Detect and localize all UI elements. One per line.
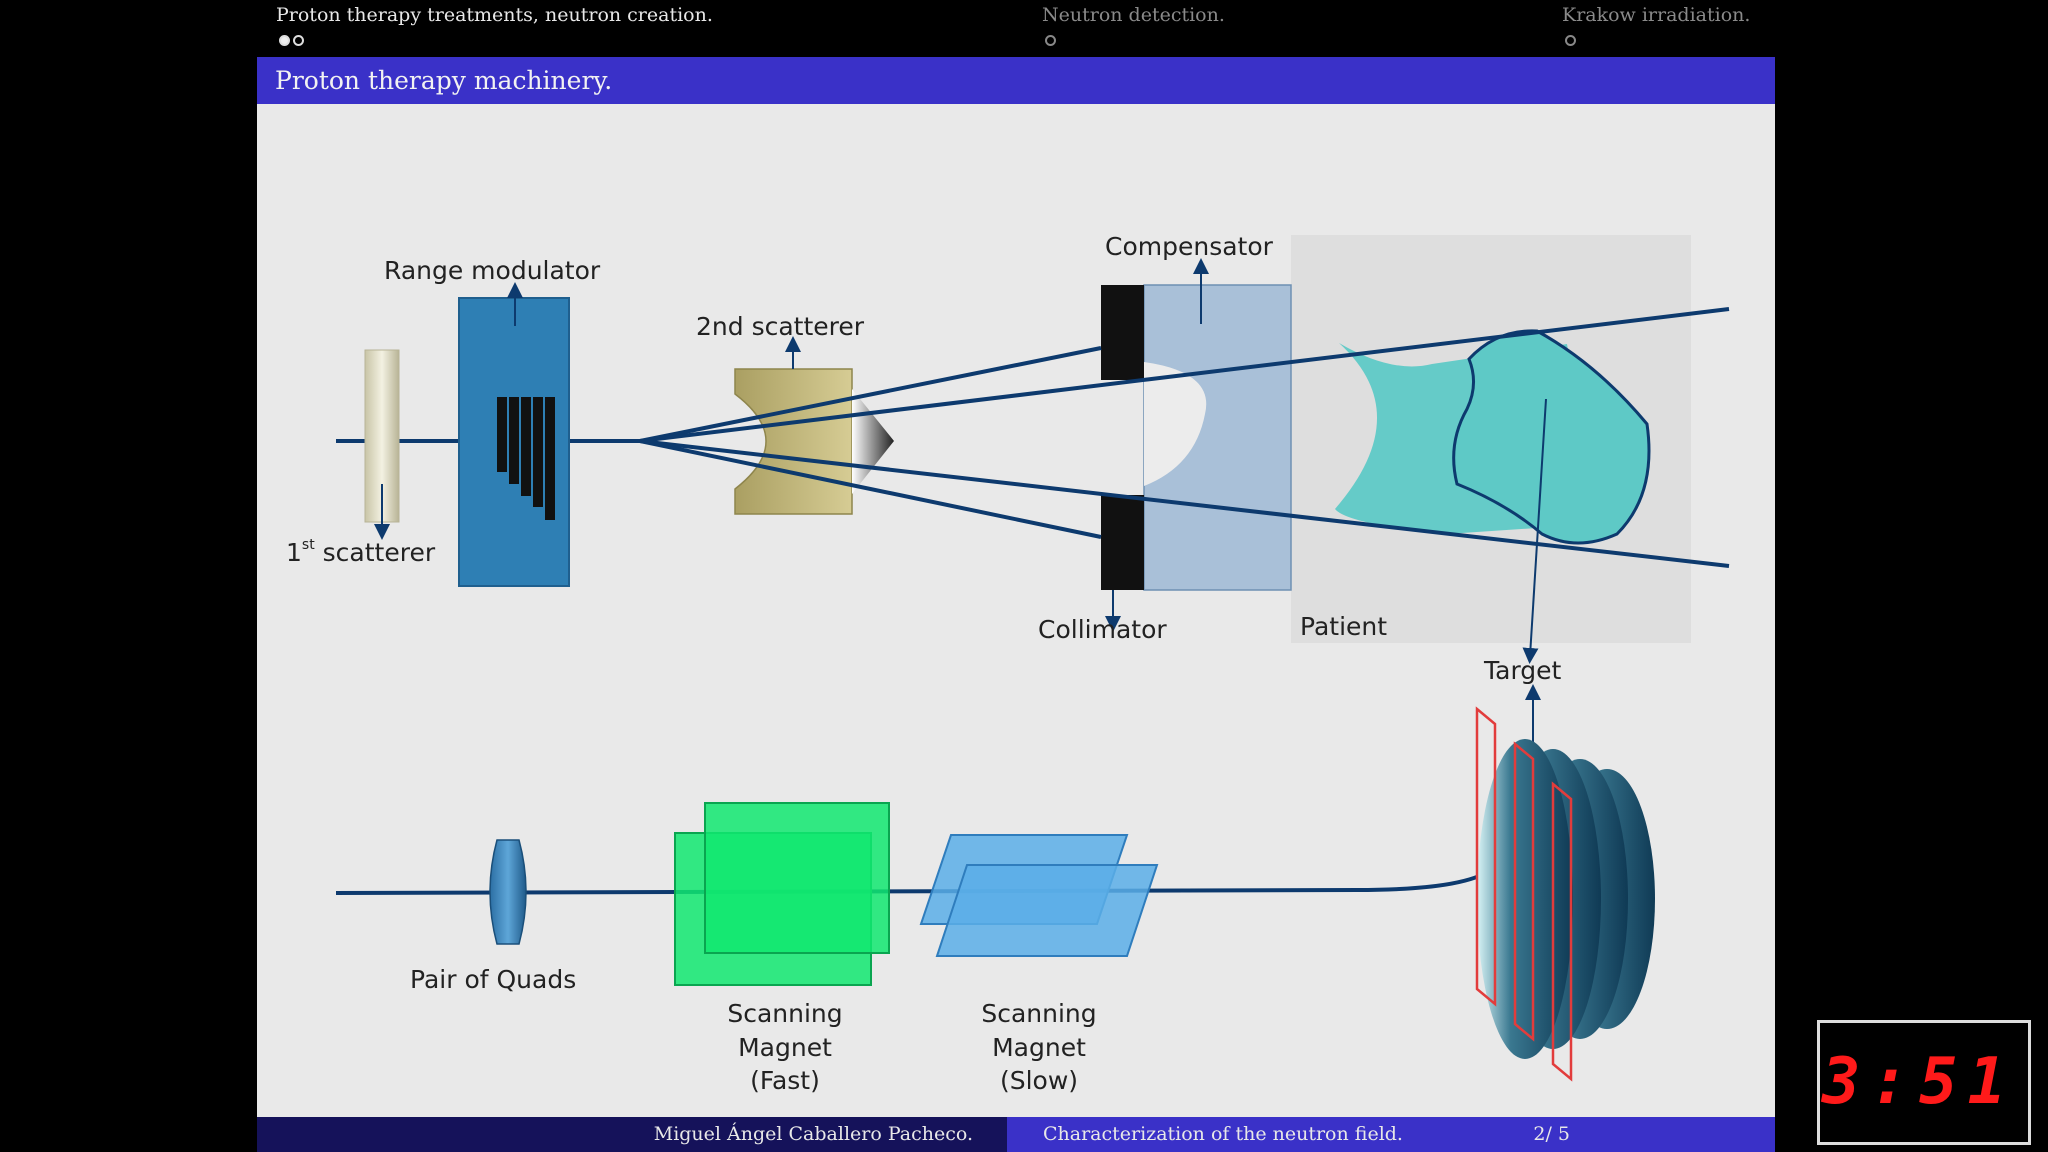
collimator-lower-jaw [1101,495,1144,590]
range-modulator-steps [497,397,555,520]
active-scanning-system [335,684,1655,1082]
nav-dot[interactable] [293,35,304,46]
compensator-cutout [1144,362,1207,486]
slide-footer: Miguel Ángel Caballero Pacheco. Characte… [257,1117,1775,1152]
svg-text:Scanning: Scanning [981,999,1096,1028]
collimator-upper-jaw [1101,285,1144,380]
footer-page-number: 2/ 5 [1533,1123,1570,1145]
scanning-layer-frames [1475,706,1573,1082]
label-second-scatterer: 2nd scatterer [696,312,865,341]
label-fast-scanning-magnet: Scanning Magnet (Fast) [727,999,842,1095]
label-slow-scanning-magnet: Scanning Magnet (Slow) [981,999,1096,1095]
second-scatterer [734,368,894,515]
label-pair-of-quads: Pair of Quads [410,965,576,994]
presentation-timer: 3:51 [1817,1020,2031,1145]
nav-dot-current[interactable] [279,35,290,46]
svg-text:Magnet: Magnet [738,1033,832,1062]
footer-talk-title: Characterization of the neutron field. [1043,1123,1403,1145]
nav-dots-section-3 [1565,35,1576,46]
nav-section-krakow-irradiation[interactable]: Krakow irradiation. [1562,4,1751,26]
svg-text:(Fast): (Fast) [750,1066,820,1095]
section-navigation: Proton therapy treatments, neutron creat… [0,0,2048,56]
target-pointer [1522,398,1547,664]
footer-author: Miguel Ángel Caballero Pacheco. [257,1117,1007,1152]
slow-scanning-magnet-front [935,864,1159,957]
label-collimator: Collimator [1038,615,1167,644]
svg-text:Scanning: Scanning [727,999,842,1028]
label-patient: Patient [1300,612,1387,641]
proton-therapy-diagram: Range modulator 1st scatterer 2nd scatte… [286,232,1730,1095]
nav-section-neutron-detection[interactable]: Neutron detection. [1042,4,1225,26]
footer-talk: Characterization of the neutron field. 2… [1007,1117,1775,1152]
nav-dots-section-2 [1045,35,1056,46]
nav-section-proton-therapy[interactable]: Proton therapy treatments, neutron creat… [276,4,713,26]
label-range-modulator: Range modulator [384,256,601,285]
slide-title: Proton therapy machinery. [257,57,1775,104]
target-volume [1452,329,1651,545]
nav-dots-section-1 [279,35,304,46]
quadrupole-magnets [489,839,527,945]
scattered-beam-lines [639,307,1730,568]
passive-scattering-system [336,235,1730,664]
slide: Proton therapy machinery. [257,57,1775,1117]
target-layers [1477,739,1655,1059]
label-target: Target [1483,656,1562,685]
svg-text:Magnet: Magnet [992,1033,1086,1062]
svg-text:(Slow): (Slow) [1000,1066,1078,1095]
nav-dot[interactable] [1565,35,1576,46]
label-compensator: Compensator [1105,232,1274,261]
nav-dot[interactable] [1045,35,1056,46]
fast-scanning-magnet-front [704,802,890,954]
label-first-scatterer: 1st scatterer [286,537,436,567]
